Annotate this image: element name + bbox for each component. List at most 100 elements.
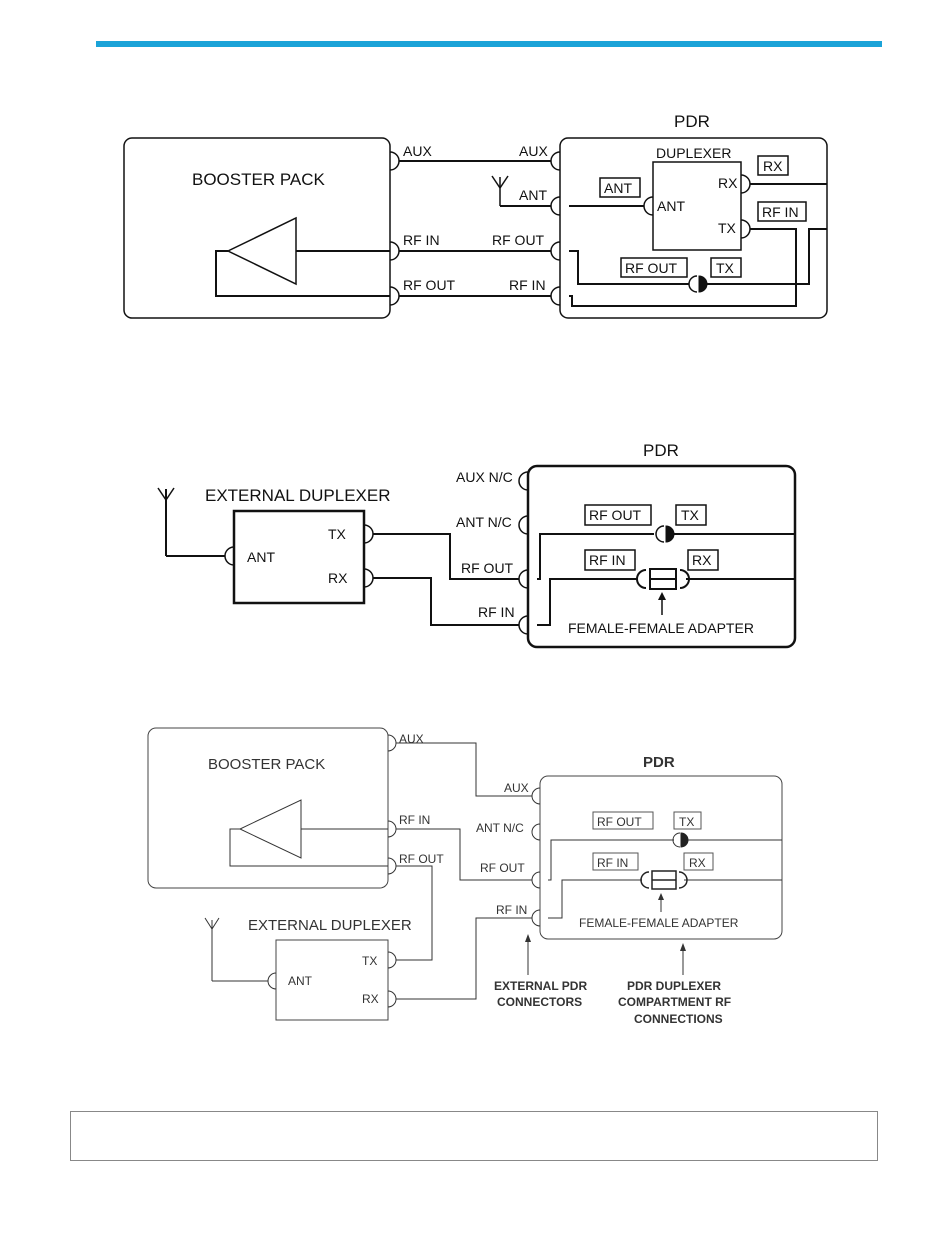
booster-rf-out-connector-icon: [389, 286, 400, 306]
pdr3-aux-connector-icon: [531, 787, 541, 805]
tag2-rf-in-label: RF IN: [589, 552, 626, 568]
antenna-icon-3: [204, 917, 268, 982]
booster-pack-box-3: [147, 727, 389, 889]
booster3-rf-in-connector-icon: [387, 820, 397, 838]
tag-tx-label: TX: [716, 260, 735, 276]
tag3-tx-label: TX: [679, 815, 694, 829]
ext-ant-connector-icon-2: [224, 546, 235, 566]
tag-rf-in-label: RF IN: [762, 204, 799, 220]
pdr2-tx-plug-icon: [665, 525, 675, 543]
pdr2-rf-in-internal-wire: [537, 578, 638, 626]
ext-tx-label-2: TX: [328, 526, 347, 542]
pdr-aux-connector-icon: [550, 151, 561, 171]
pdr-rf-out-connector-icon: [550, 241, 561, 261]
pdr3-aux-label: AUX: [504, 781, 529, 795]
duplexer-box: [652, 161, 742, 251]
tag-tx-box: [710, 257, 742, 278]
pdr2-ant-nc-label: ANT N/C: [456, 514, 512, 530]
pdr2-rf-out-internal-wire: [537, 533, 654, 580]
tag-ant-label: ANT: [604, 180, 632, 196]
callout-comp-line2: COMPARTMENT RF: [618, 995, 731, 1009]
adapter-half-icon: [688, 275, 698, 293]
ext3-ant-label: ANT: [288, 974, 313, 988]
pdr-rf-out-label: RF OUT: [492, 232, 545, 248]
ext-tx-to-rf-out-wire: [373, 533, 519, 580]
ext-rx-connector-icon-2: [363, 568, 374, 588]
ext3-tx-label: TX: [362, 954, 377, 968]
ext-duplexer-title-3: EXTERNAL DUPLEXER: [248, 917, 412, 934]
tag2-rx-box: [687, 549, 719, 571]
pdr-ant-connector-icon: [550, 196, 561, 216]
pdr3-rf-in-connector-icon: [531, 909, 541, 927]
callout-arrowhead-compartment: [680, 943, 686, 951]
booster3-rf-out-label: RF OUT: [399, 852, 444, 866]
pdr-rf-in-connector-icon: [550, 286, 561, 306]
pdr3-rf-out-connector-icon: [531, 871, 541, 889]
ext3-tx-connector-icon: [387, 951, 397, 969]
tag2-rf-out-box: [584, 504, 652, 526]
tag-ant-box: [599, 177, 641, 198]
pdr2-ant-connector-icon: [518, 515, 529, 535]
tag3-tx-box: [673, 811, 702, 830]
pdr2-rf-out-connector-icon: [518, 569, 529, 589]
pdr2-tx-half-icon: [655, 525, 665, 543]
adapter-arrowhead-2: [658, 592, 666, 600]
booster-rf-out-label: RF OUT: [403, 277, 456, 293]
tag2-rx-label: RX: [692, 552, 712, 568]
rf-in-to-rf-out-wire-3: [396, 828, 532, 881]
tag2-rf-in-box: [584, 549, 636, 571]
tag-rf-out-label: RF OUT: [625, 260, 678, 276]
ext3-ant-connector-icon: [267, 972, 277, 990]
pdr3-ant-connector-icon: [531, 823, 541, 841]
booster-aux-connector-icon: [389, 151, 400, 171]
ext-duplexer-box-3: [275, 939, 389, 1021]
pdr3-rf-in-internal-wire: [548, 879, 642, 919]
ext3-rx-label: RX: [362, 992, 379, 1006]
rf-out-to-adapter-wire: [569, 250, 689, 285]
pdr3-ant-nc-label: ANT N/C: [476, 821, 524, 835]
pdr-title-1: PDR: [674, 112, 710, 131]
tag3-rf-out-label: RF OUT: [597, 815, 642, 829]
pdr-box-3: [539, 775, 783, 940]
tag3-rf-out-box: [592, 811, 654, 830]
ext-rx-to-rf-in-wire-3: [396, 917, 532, 1000]
adapter-label-3: FEMALE-FEMALE ADAPTER: [579, 916, 739, 930]
aux-wire-3: [396, 742, 532, 797]
ext-rx-to-rf-in-wire: [373, 577, 519, 626]
pdr-rf-in-label: RF IN: [509, 277, 546, 293]
booster3-rf-out-connector-icon: [387, 857, 397, 875]
pdr3-rf-in-label: RF IN: [496, 903, 527, 917]
dup-tx-label: TX: [718, 220, 737, 236]
ext-tx-connector-icon-2: [363, 524, 374, 544]
antenna-icon-1: [491, 175, 551, 207]
diagram-1: BOOSTER PACK AUX RF IN RF OUT PDR AUX AN…: [123, 112, 828, 319]
callout-external-line1: EXTERNAL PDR: [494, 979, 587, 993]
adapter-arrowhead-3: [658, 893, 664, 900]
pdr3-tx-plug-icon: [680, 832, 689, 848]
dup-tx-to-rf-in-wire: [569, 228, 797, 307]
diagram-3: BOOSTER PACK AUX RF IN RF OUT EXTERNAL D…: [147, 727, 783, 1026]
pdr2-aux-nc-label: AUX N/C: [456, 469, 513, 485]
pdr2-rf-in-label: RF IN: [478, 604, 515, 620]
tag3-rx-box: [683, 852, 714, 871]
booster3-aux-connector-icon: [387, 734, 397, 752]
pdr2-aux-connector-icon: [518, 471, 529, 491]
pdr-title-2: PDR: [643, 441, 679, 460]
dup-ant-label: ANT: [657, 198, 685, 214]
amp3-input-line: [229, 828, 388, 867]
pdr3-rf-out-label: RF OUT: [480, 861, 525, 875]
tag2-tx-box: [675, 504, 707, 526]
pdr3-rf-out-internal-wire: [548, 839, 674, 881]
pdr-aux-label: AUX: [519, 143, 548, 159]
tag-rx-box: [757, 155, 789, 176]
adapter-label-2: FEMALE-FEMALE ADAPTER: [568, 620, 754, 636]
callout-comp-line1: PDR DUPLEXER: [627, 979, 721, 993]
tag3-rf-in-box: [592, 852, 639, 871]
tag-rf-out-box: [620, 257, 688, 278]
rf-out-to-ext-tx-wire-3: [396, 865, 433, 961]
callout-arrowhead-external: [525, 934, 531, 942]
ext-duplexer-title-2: EXTERNAL DUPLEXER: [205, 486, 390, 505]
callout-comp-line3: CONNECTIONS: [634, 1012, 723, 1026]
antenna-icon-2: [157, 487, 225, 557]
